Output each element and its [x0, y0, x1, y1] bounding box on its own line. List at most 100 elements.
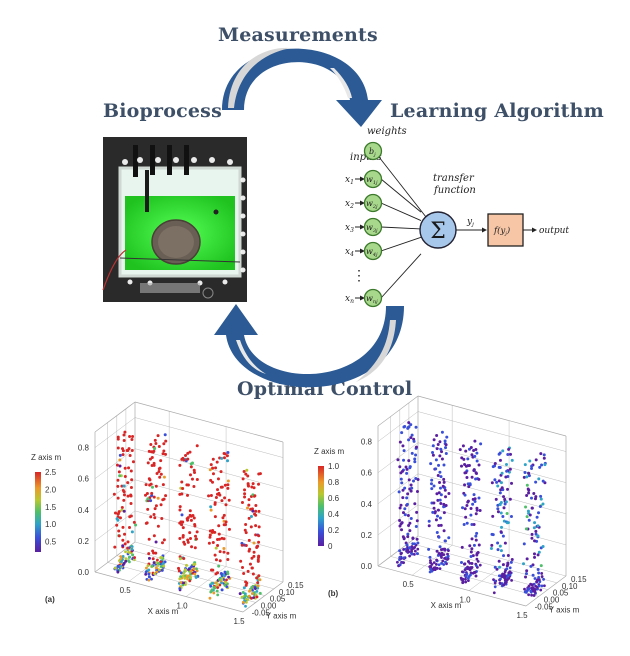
data-point [406, 514, 410, 518]
data-point [496, 548, 500, 552]
data-point [538, 465, 542, 469]
data-point [541, 544, 545, 548]
data-point [529, 564, 533, 568]
data-point [188, 536, 192, 540]
data-point [179, 575, 183, 579]
data-point [244, 522, 248, 526]
data-point [527, 584, 531, 588]
data-point [537, 575, 541, 579]
data-point [252, 550, 256, 554]
data-point [445, 435, 449, 439]
data-point [214, 581, 217, 585]
data-point [410, 486, 414, 490]
data-point [522, 542, 526, 546]
data-point [209, 493, 213, 497]
x-tick-label: 0.5 [120, 586, 132, 595]
data-point [474, 447, 478, 451]
data-point [128, 515, 132, 519]
data-point [413, 549, 417, 553]
data-point [528, 513, 532, 517]
data-point [508, 497, 512, 501]
data-point [460, 456, 464, 460]
data-point [398, 563, 402, 567]
data-point [216, 477, 220, 481]
data-point [540, 572, 544, 575]
data-point [178, 577, 182, 581]
data-point [407, 425, 411, 429]
data-point [434, 458, 438, 462]
data-point [443, 439, 447, 443]
data-point [432, 501, 436, 505]
data-point [437, 551, 441, 555]
gridline [417, 411, 567, 452]
data-point [470, 537, 474, 541]
data-point [208, 533, 212, 537]
data-point [461, 444, 465, 448]
data-point [497, 479, 501, 483]
data-point [221, 516, 225, 520]
data-point [496, 510, 500, 514]
data-point [398, 506, 402, 510]
z-tick-label: 0.8 [361, 438, 373, 447]
data-point [243, 495, 247, 499]
data-point [123, 542, 127, 546]
z-tick-label: 0.2 [361, 531, 373, 540]
data-point [436, 473, 440, 477]
data-point [119, 555, 123, 558]
data-point [473, 454, 477, 458]
data-point [526, 487, 530, 491]
data-point [215, 492, 219, 496]
data-point [439, 447, 443, 451]
data-point [403, 507, 407, 511]
data-point [406, 492, 410, 496]
data-point [214, 466, 218, 470]
data-point [398, 549, 402, 553]
data-point [431, 510, 435, 514]
data-point [400, 481, 404, 485]
data-point [160, 517, 164, 521]
data-point [208, 596, 212, 600]
data-point [246, 598, 250, 601]
x-tick-label: 1.5 [233, 617, 245, 626]
data-point [408, 529, 412, 533]
data-point [409, 423, 413, 427]
data-point [127, 550, 130, 554]
data-point [439, 523, 443, 527]
data-point [222, 537, 226, 541]
data-point [217, 524, 221, 528]
data-point [443, 547, 447, 551]
data-point [408, 554, 411, 558]
data-point [256, 558, 260, 562]
data-point [244, 543, 248, 547]
data-point [257, 509, 261, 513]
data-point [462, 562, 466, 566]
data-point [127, 555, 131, 559]
data-point [147, 572, 151, 576]
data-point [529, 496, 533, 500]
data-point [479, 442, 483, 446]
colorbar-tick-label: 0.5 [45, 538, 57, 547]
data-point [254, 533, 258, 537]
data-point [152, 561, 156, 564]
data-point [246, 483, 250, 487]
data-point [218, 493, 222, 497]
data-point [122, 490, 126, 494]
x-tick-label: 1.0 [177, 602, 189, 611]
gridline [134, 479, 284, 520]
data-point [181, 534, 185, 538]
data-point [244, 594, 247, 598]
data-point [478, 509, 482, 513]
data-point [415, 489, 419, 493]
data-point [502, 519, 506, 523]
colorbar-tick-label: 1.0 [328, 462, 340, 471]
data-point [524, 572, 528, 576]
data-point [438, 440, 442, 444]
data-point [178, 587, 182, 590]
data-point [497, 559, 501, 563]
data-point [504, 463, 508, 467]
data-point [186, 451, 190, 455]
data-point [463, 493, 467, 497]
data-point [160, 568, 164, 572]
